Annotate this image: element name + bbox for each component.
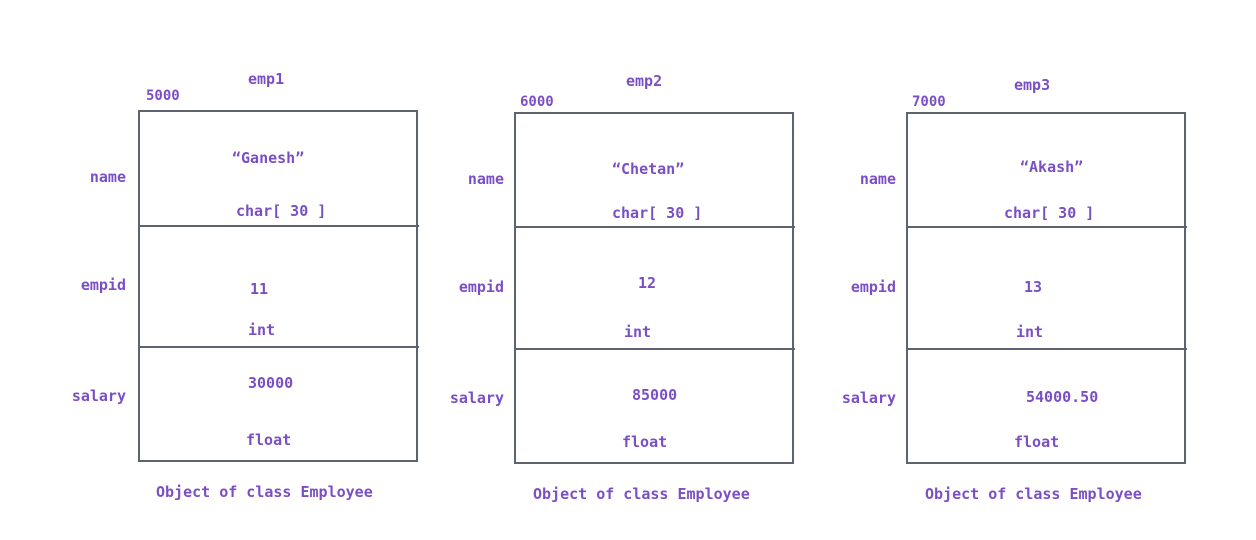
field-divider — [514, 226, 795, 228]
field-divider — [906, 226, 1187, 228]
object-name: emp1 — [248, 70, 285, 88]
field-value-salary: 85000 — [632, 386, 678, 404]
object-address: 5000 — [146, 88, 180, 104]
field-label-empid: empid — [850, 278, 896, 296]
field-value-empid: 11 — [250, 280, 269, 298]
employee-object-emp2: emp2 6000 name empid salary “Chetan” cha… — [438, 0, 818, 540]
object-address: 7000 — [912, 94, 946, 110]
employee-object-emp3: emp3 7000 name empid salary “Akash” char… — [830, 0, 1210, 540]
employee-object-emp1: emp1 5000 name empid salary “Ganesh” cha… — [60, 0, 440, 540]
object-name: emp3 — [1014, 76, 1051, 94]
field-label-empid: empid — [458, 278, 504, 296]
field-value-name: “Akash” — [1020, 158, 1084, 176]
object-memory-box: “Chetan” char[ 30 ] 12 int 85000 float — [514, 112, 795, 464]
field-value-name: “Chetan” — [612, 160, 685, 178]
field-value-salary: 30000 — [248, 374, 294, 392]
field-label-salary: salary — [71, 387, 126, 405]
field-label-salary: salary — [449, 389, 504, 407]
field-divider — [138, 225, 419, 227]
field-value-empid: 12 — [638, 274, 657, 292]
field-type-empid: int — [248, 321, 276, 339]
object-name: emp2 — [626, 72, 663, 90]
field-type-salary: float — [1014, 433, 1060, 451]
object-memory-box: “Ganesh” char[ 30 ] 11 int 30000 float — [138, 110, 419, 462]
field-divider — [514, 348, 795, 350]
field-divider — [138, 346, 419, 348]
field-label-name: name — [89, 168, 126, 186]
object-caption: Object of class Employee — [533, 485, 750, 503]
field-type-name: char[ 30 ] — [1004, 204, 1095, 222]
object-caption: Object of class Employee — [156, 483, 373, 501]
field-type-name: char[ 30 ] — [236, 202, 327, 220]
field-value-name: “Ganesh” — [232, 149, 305, 167]
field-type-name: char[ 30 ] — [612, 204, 703, 222]
field-label-name: name — [467, 170, 504, 188]
field-divider — [906, 348, 1187, 350]
field-type-empid: int — [624, 323, 652, 341]
field-type-empid: int — [1016, 323, 1044, 341]
field-label-name: name — [859, 170, 896, 188]
field-label-empid: empid — [80, 276, 126, 294]
object-caption: Object of class Employee — [925, 485, 1142, 503]
field-type-salary: float — [622, 433, 668, 451]
field-label-salary: salary — [841, 389, 896, 407]
field-value-empid: 13 — [1024, 278, 1043, 296]
field-type-salary: float — [246, 431, 292, 449]
field-value-salary: 54000.50 — [1026, 388, 1099, 406]
object-address: 6000 — [520, 94, 554, 110]
object-memory-box: “Akash” char[ 30 ] 13 int 54000.50 float — [906, 112, 1187, 464]
